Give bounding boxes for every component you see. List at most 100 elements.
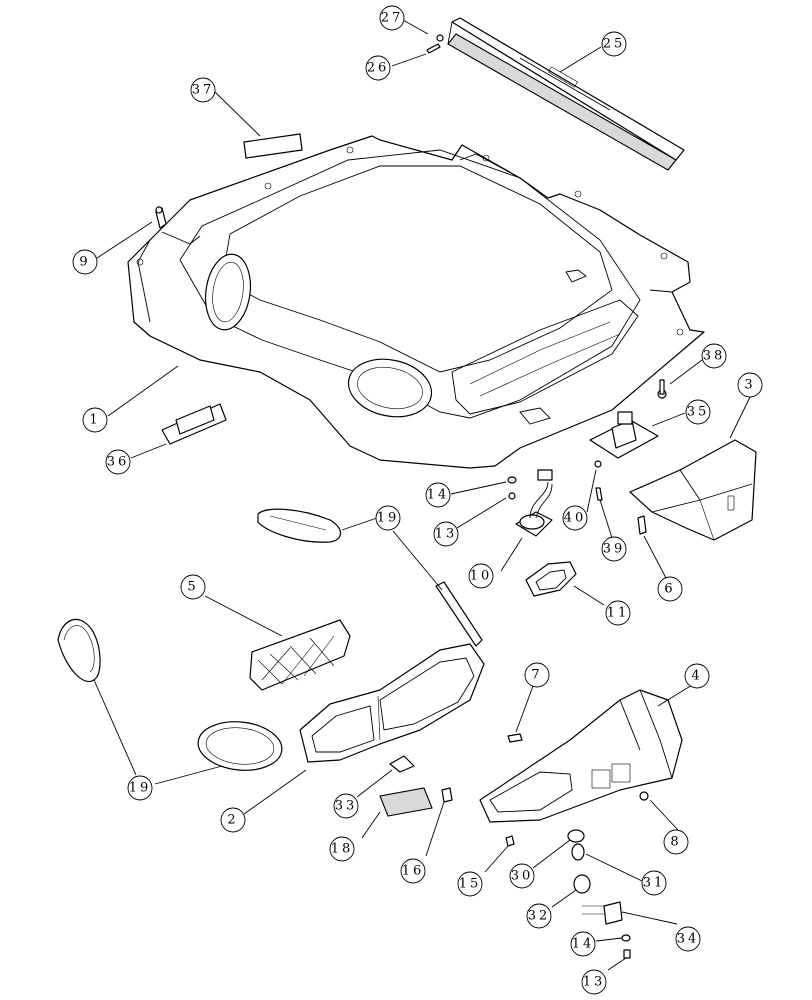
svg-text:1: 1	[89, 413, 100, 428]
part-5-pad	[249, 619, 351, 691]
callout-37: 37	[190, 77, 216, 103]
leader-lines	[93, 19, 751, 971]
callout-7: 7	[524, 662, 550, 688]
part-19-strip	[435, 581, 483, 647]
part-19-lens-left	[57, 618, 101, 683]
svg-text:6: 6	[664, 582, 675, 597]
part-16-screw	[441, 787, 453, 803]
part-15-screw	[505, 835, 515, 847]
svg-text:36: 36	[107, 455, 130, 470]
svg-text:30: 30	[511, 869, 534, 884]
part-14-13-upper	[507, 476, 517, 500]
svg-text:11: 11	[607, 606, 630, 621]
svg-text:40: 40	[564, 511, 587, 526]
part-34-switch	[582, 901, 623, 925]
part-8-nut	[639, 791, 649, 801]
part-35-bracket	[589, 411, 659, 459]
callout-32: 32	[526, 903, 552, 929]
part-14-13-lower	[621, 934, 631, 959]
callout-38: 38	[701, 343, 727, 369]
part-7-screw	[507, 733, 523, 743]
svg-text:39: 39	[603, 542, 626, 557]
svg-text:33: 33	[335, 799, 358, 814]
part-3-cover	[629, 439, 757, 541]
svg-text:31: 31	[643, 876, 666, 891]
part-19-lens-top	[257, 508, 342, 543]
part-9-screw	[155, 206, 167, 229]
svg-text:14: 14	[572, 937, 595, 952]
callout-13-upper: 13	[433, 521, 459, 547]
callout-14-lower: 14	[570, 931, 596, 957]
svg-text:13: 13	[583, 975, 606, 990]
callout-11: 11	[605, 600, 631, 626]
svg-text:34: 34	[677, 932, 700, 947]
callout-15: 15	[457, 871, 483, 897]
svg-text:35: 35	[687, 405, 710, 420]
part-2-console-frame	[299, 643, 485, 763]
svg-text:19: 19	[377, 511, 400, 526]
callout-19-top: 19	[375, 505, 401, 531]
callout-34: 34	[675, 926, 701, 952]
svg-text:13: 13	[435, 527, 458, 542]
callout-5: 5	[180, 574, 206, 600]
svg-text:15: 15	[459, 877, 482, 892]
svg-text:16: 16	[402, 864, 425, 879]
callout-35: 35	[685, 399, 711, 425]
svg-text:4: 4	[691, 669, 702, 684]
callout-18: 18	[329, 836, 355, 862]
callout-30: 30	[509, 863, 535, 889]
callout-16: 16	[400, 858, 426, 884]
svg-text:19: 19	[129, 781, 152, 796]
callout-19-bottom: 19	[127, 775, 153, 801]
part-37-label	[243, 133, 303, 159]
svg-text:7: 7	[531, 668, 542, 683]
callout-6-upper: 6	[657, 576, 683, 602]
svg-text:5: 5	[187, 580, 198, 595]
svg-text:25: 25	[603, 37, 626, 52]
svg-text:37: 37	[192, 83, 215, 98]
part-26-27-screw	[426, 34, 444, 54]
part-4-console-housing	[479, 689, 683, 823]
svg-text:32: 32	[528, 909, 551, 924]
callout-9: 9	[72, 249, 98, 275]
part-39-40-screws	[594, 460, 603, 501]
callout-27: 27	[379, 5, 405, 31]
part-10-lamp	[515, 469, 553, 537]
callout-33: 33	[333, 793, 359, 819]
part-31-bulb	[571, 843, 585, 861]
callout-26: 26	[365, 55, 391, 81]
svg-text:8: 8	[670, 835, 681, 850]
svg-text:14: 14	[427, 488, 450, 503]
svg-text:9: 9	[79, 255, 90, 270]
callout-13-lower: 13	[581, 969, 607, 995]
part-11-bezel	[525, 561, 577, 597]
part-33-clip	[389, 755, 415, 773]
part-18-plate	[379, 787, 433, 817]
callout-2: 2	[220, 807, 246, 833]
part-38-screw	[657, 379, 667, 399]
callout-14-upper: 14	[425, 482, 451, 508]
callout-31: 31	[641, 870, 667, 896]
svg-text:3: 3	[744, 378, 755, 393]
callout-4: 4	[684, 663, 710, 689]
callout-19-upper-left	[178, 776, 202, 800]
callout-10: 10	[468, 563, 494, 589]
svg-text:27: 27	[381, 11, 404, 26]
callout-40: 40	[562, 505, 588, 531]
part-6-screw-upper	[637, 515, 647, 535]
svg-text:26: 26	[367, 61, 390, 76]
callout-8: 8	[663, 829, 689, 855]
callout-25: 25	[601, 31, 627, 57]
svg-text:18: 18	[331, 842, 354, 857]
callout-3: 3	[737, 372, 763, 398]
callout-1: 1	[82, 407, 108, 433]
part-30-bulb-socket	[567, 829, 585, 843]
part-19-lens-oval	[197, 721, 283, 771]
part-25-trim-strip	[447, 17, 685, 171]
part-1-headliner	[127, 135, 705, 469]
part-36-clip	[161, 403, 227, 445]
svg-text:2: 2	[227, 813, 238, 828]
callout-39: 39	[601, 536, 627, 562]
part-32-knob	[573, 874, 591, 894]
